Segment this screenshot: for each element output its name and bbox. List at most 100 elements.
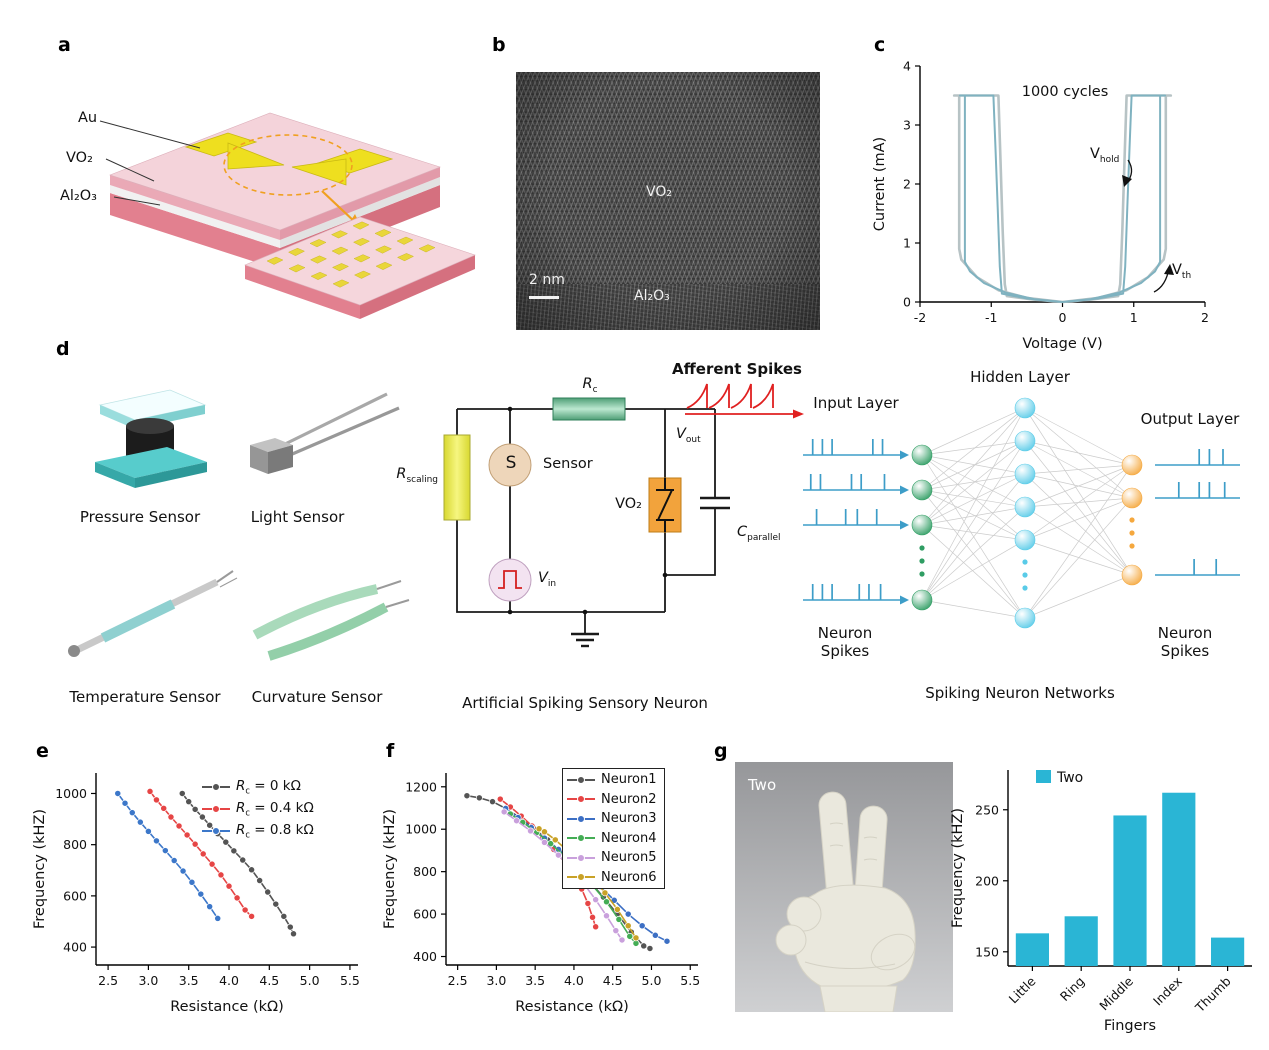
svg-text:2: 2 (1201, 310, 1209, 325)
bar-legend: Two (1036, 770, 1083, 786)
device-highlight-ellipse (223, 134, 353, 196)
light-sensor-label: Light Sensor (250, 508, 345, 526)
svg-text:5.0: 5.0 (300, 973, 320, 988)
svg-text:4.0: 4.0 (564, 973, 584, 988)
svg-text:2: 2 (903, 177, 911, 192)
al2o3-substrate-region (516, 284, 820, 330)
afferent-arrowhead (793, 409, 804, 419)
temperature-sensor-art (68, 570, 238, 657)
rc-resistor (552, 397, 626, 421)
light-sensor-art (250, 392, 400, 474)
sensor-circle (488, 443, 532, 487)
tem-vignette (516, 72, 820, 330)
c-parallel-label: Cparallel (737, 524, 781, 543)
svg-text:1000: 1000 (55, 786, 87, 801)
svg-text:Little: Little (1006, 973, 1039, 1006)
curvature-sensor-art (252, 580, 410, 661)
snn-caption: Spiking Neuron Networks (925, 684, 1115, 702)
tem-al2o3-label: Al₂O₃ (634, 288, 670, 304)
panel-label-c: c (874, 34, 886, 56)
neuron-spikes-left-label: Neuron Spikes (817, 624, 873, 660)
al2o3-layer-label: Al₂O₃ (60, 188, 97, 204)
svg-text:Thumb: Thumb (1192, 973, 1234, 1015)
svg-text:3.5: 3.5 (525, 973, 545, 988)
svg-text:-2: -2 (914, 310, 926, 325)
neuron-system-schematic (68, 383, 1240, 661)
cycles-annotation: 1000 cycles (1021, 84, 1109, 100)
scale-bar-label: 2 nm (529, 272, 565, 288)
vout-label: Vout (676, 426, 701, 445)
vo2-lattice-region (516, 72, 820, 284)
svg-text:1: 1 (903, 236, 911, 251)
svg-text:4: 4 (903, 59, 911, 74)
curvature-sensor-label: Curvature Sensor (251, 688, 383, 706)
rc-label: Rc (582, 376, 598, 395)
svg-text:800: 800 (413, 864, 437, 879)
svg-text:Index: Index (1150, 974, 1185, 1009)
circuit-caption: Artificial Spiking Sensory Neuron (462, 694, 708, 712)
legend-label: Two (1057, 770, 1084, 786)
panel-label-d: d (56, 338, 70, 360)
svg-text:Current (mA): Current (mA) (872, 137, 888, 231)
neuron-spikes-right-label: Neuron Spikes (1157, 624, 1213, 660)
r-scaling-resistor (443, 434, 471, 521)
gold-electrodes (184, 132, 394, 186)
panel-label-b: b (492, 34, 506, 56)
temperature-sensor-label: Temperature Sensor (69, 688, 221, 706)
svg-text:400: 400 (63, 940, 87, 955)
svg-text:Voltage (V): Voltage (V) (1022, 336, 1102, 352)
scale-bar (529, 296, 559, 299)
svg-text:Frequency (kHZ): Frequency (kHZ) (950, 808, 966, 928)
v-hold-annotation: Vhold (1090, 146, 1120, 165)
vin-label: Vin (538, 570, 557, 589)
svg-text:Resistance (kΩ): Resistance (kΩ) (515, 999, 629, 1015)
output-layer-label: Output Layer (1140, 410, 1240, 428)
device-array-pads (266, 221, 436, 288)
sensor-label: Sensor (543, 456, 593, 472)
svg-text:1200: 1200 (405, 779, 437, 794)
svg-text:1: 1 (1130, 310, 1138, 325)
svg-text:5.5: 5.5 (340, 973, 360, 988)
pressure-sensor-art (95, 389, 207, 488)
svg-text:Resistance (kΩ): Resistance (kΩ) (170, 999, 284, 1015)
svg-text:200: 200 (975, 873, 999, 888)
vo2-top-face (109, 112, 441, 231)
au-layer-label: Au (78, 110, 98, 126)
photo-gesture-label: Two (748, 776, 777, 794)
svg-text:2.5: 2.5 (98, 973, 118, 988)
tem-image: VO₂ Al₂O₃ 2 nm (516, 72, 820, 330)
svg-text:Middle: Middle (1096, 973, 1136, 1013)
hidden-layer-label: Hidden Layer (970, 368, 1070, 386)
input-layer-label: Input Layer (813, 394, 899, 412)
sensor-symbol: S (505, 453, 517, 473)
vo2-device-label: VO₂ (615, 496, 642, 512)
svg-text:5.0: 5.0 (642, 973, 662, 988)
panel-label-a: a (58, 34, 71, 56)
tem-vo2-label: VO₂ (646, 184, 672, 200)
pressure-sensor-label: Pressure Sensor (79, 508, 201, 526)
glove-photo: Two (735, 762, 953, 1013)
svg-text:4.0: 4.0 (219, 973, 239, 988)
zoom-arrow (321, 190, 357, 224)
panel-label-f: f (386, 740, 395, 762)
afferent-spikes-label: Afferent Spikes (672, 360, 802, 378)
svg-text:Frequency (kHZ): Frequency (kHZ) (382, 809, 398, 929)
svg-text:0: 0 (903, 295, 911, 310)
svg-text:250: 250 (975, 802, 999, 817)
svg-text:-1: -1 (985, 310, 997, 325)
svg-text:Ring: Ring (1057, 974, 1087, 1004)
svg-text:5.5: 5.5 (680, 973, 700, 988)
panel-label-e: e (36, 740, 49, 762)
device-schematic (99, 112, 476, 319)
ground-symbol (571, 632, 599, 648)
svg-text:0: 0 (1059, 310, 1067, 325)
svg-text:3.5: 3.5 (179, 973, 199, 988)
svg-text:3: 3 (903, 118, 911, 133)
svg-text:4.5: 4.5 (603, 973, 623, 988)
